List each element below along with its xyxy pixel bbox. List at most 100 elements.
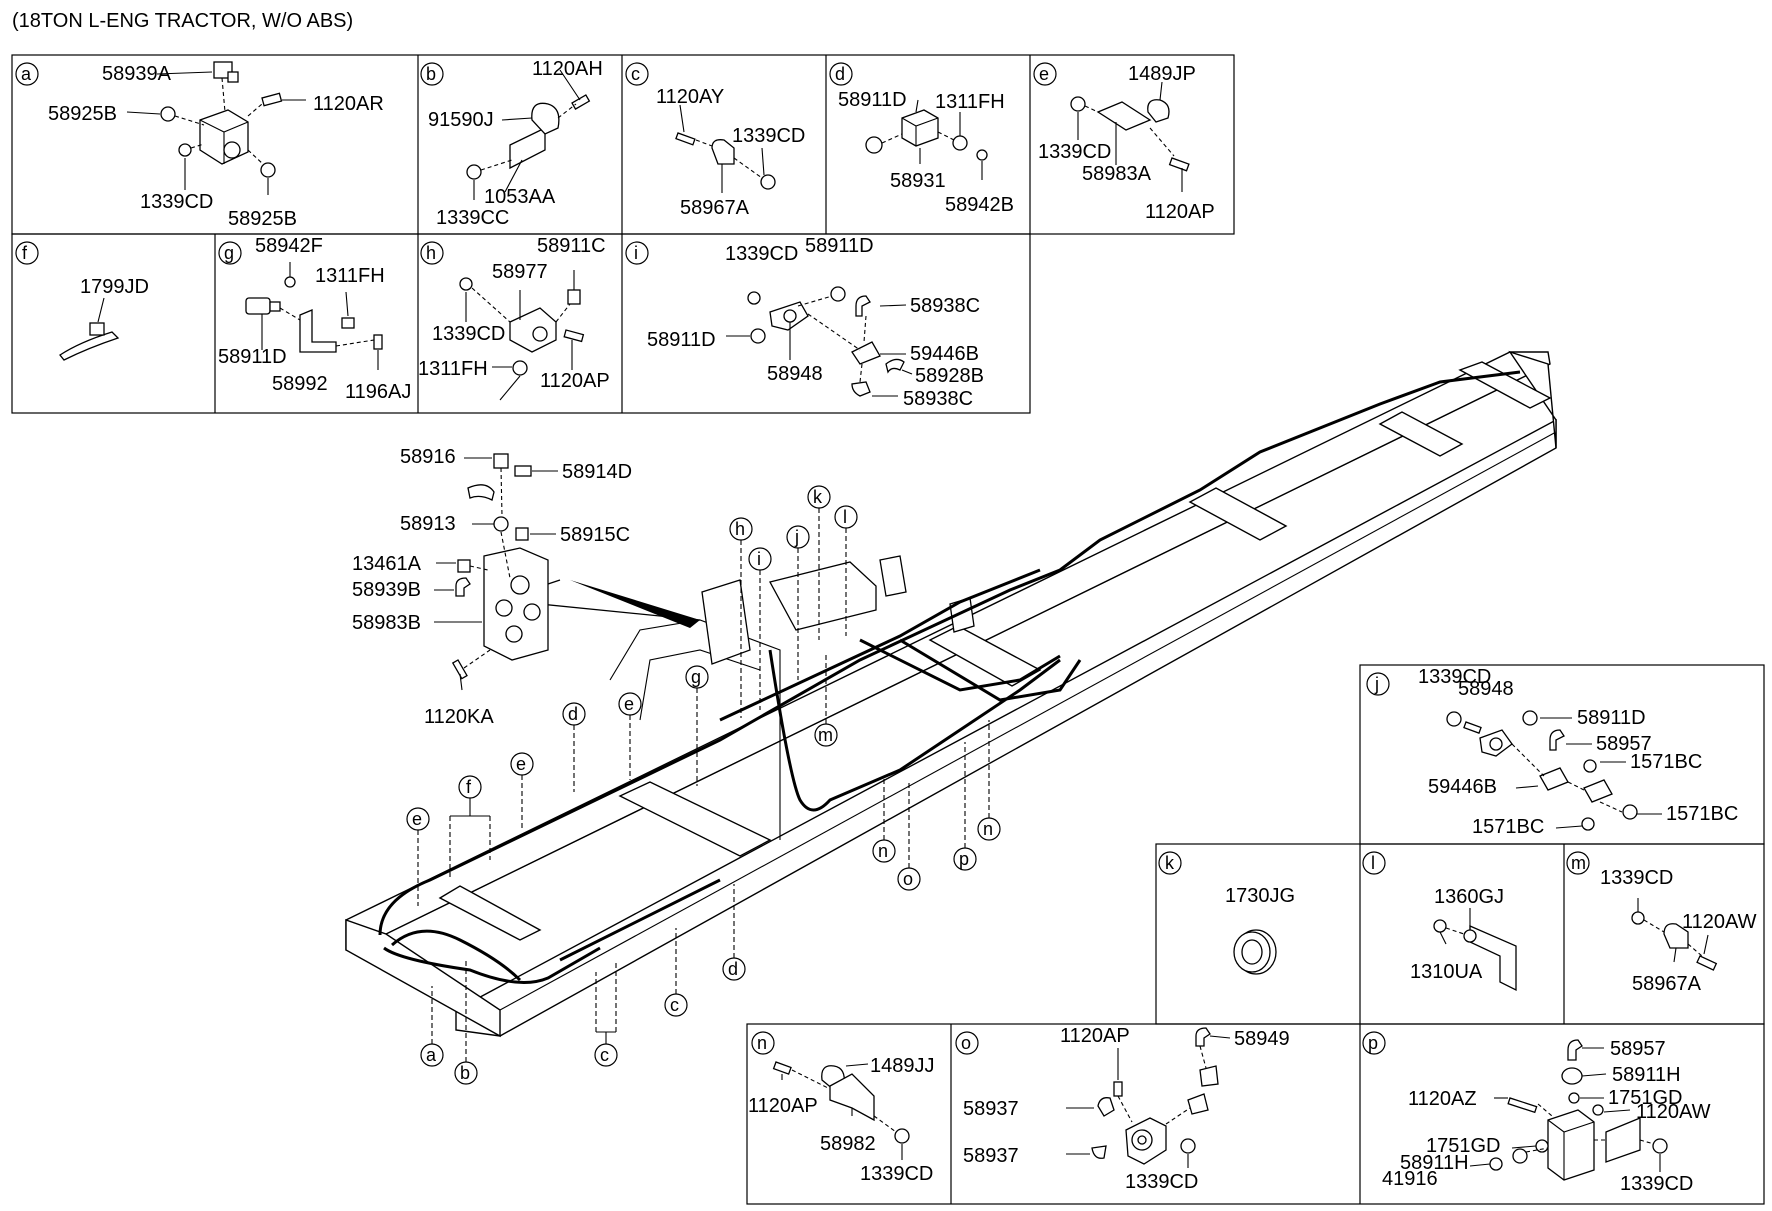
- chassis-frame: [345, 350, 1557, 1038]
- part-label: 1339CD: [732, 125, 805, 147]
- part-label: 58928B: [915, 365, 984, 387]
- callout-letter: e: [624, 694, 634, 714]
- part-label: 1339CD: [860, 1163, 933, 1185]
- part-label: 1751GD: [1608, 1087, 1683, 1109]
- panel-letter-circle: [1033, 62, 1057, 86]
- callout-letter: l: [843, 507, 847, 527]
- part-label: 58942B: [945, 194, 1014, 216]
- part-label: 1311FH: [935, 91, 1005, 113]
- panel-letter: a: [21, 64, 32, 84]
- part-label: 58983A: [1082, 163, 1152, 185]
- panel-letter: o: [961, 1033, 971, 1053]
- callout-circle: [722, 957, 746, 981]
- part-label: 58931: [890, 170, 946, 192]
- callout-circle: [872, 839, 896, 863]
- callout-circle: [664, 993, 688, 1017]
- part-label: 1751GD: [1426, 1135, 1501, 1157]
- part-label: 58911H: [1612, 1064, 1681, 1086]
- callout-circle: [685, 665, 709, 689]
- callout-circle: [594, 1043, 618, 1067]
- part-label: 58957: [1596, 733, 1652, 755]
- callout-letter: p: [959, 849, 969, 869]
- part-label: 58911D: [1577, 707, 1646, 729]
- callout-letter: o: [903, 869, 913, 889]
- part-label: 58937: [963, 1098, 1019, 1120]
- callout-circle: [458, 775, 482, 799]
- part-label: 58911D: [805, 235, 874, 257]
- part-label: 58911H: [1400, 1152, 1469, 1174]
- callout-circle: [406, 807, 430, 831]
- panel-m: m 1339CD 1120AW 58967A: [1566, 851, 1757, 995]
- panel-letter-circle: [15, 241, 39, 265]
- callout-circle: [977, 817, 1001, 841]
- panel-letter: i: [634, 243, 638, 263]
- part-sketch: [1446, 710, 1662, 831]
- callout-letter: d: [728, 959, 738, 979]
- part-label: 58983B: [352, 612, 421, 634]
- part-label: 1120AP: [748, 1095, 818, 1117]
- panel-h: h 58911C 58977 1339CD 1311FH 1120AP: [418, 235, 610, 401]
- panel-letter-circle: [218, 241, 242, 265]
- panel-g: g 58942F 1311FH 58911D 58992 1196AJ: [218, 235, 411, 403]
- panel-letter: c: [631, 64, 640, 84]
- part-label: 1799JD: [80, 276, 149, 298]
- part-label: 58925B: [48, 103, 117, 125]
- callout-circle: [748, 547, 772, 571]
- panel-letter: b: [426, 64, 436, 84]
- callout-circle: [618, 692, 642, 716]
- panel-letter: e: [1039, 64, 1049, 84]
- part-label: 1339CD: [1038, 141, 1111, 163]
- part-label: 1310UA: [1410, 961, 1483, 983]
- panel-letter-circle: [420, 241, 444, 265]
- part-sketch: [245, 262, 383, 370]
- panel-letter: p: [1368, 1033, 1378, 1053]
- panel-letter-circle: [829, 62, 853, 86]
- panel-i: i 1339CD 58911D 58938C 58911D 58948: [625, 235, 984, 410]
- part-sketch: [1066, 1027, 1231, 1168]
- panel-letter-circle: [15, 62, 39, 86]
- panel-grid-top: [11, 54, 1235, 414]
- part-label: 1339CD: [1620, 1173, 1693, 1195]
- callout-circle: [510, 752, 534, 776]
- part-label: 58937: [963, 1145, 1019, 1167]
- part-sketch: [1233, 929, 1277, 975]
- panel-grid-bottom: [746, 664, 1765, 1205]
- air-lines: [378, 370, 1521, 984]
- panel-letter: d: [835, 64, 845, 84]
- panel-p: p 58957 58911H: [1362, 1031, 1711, 1195]
- part-label: 41916: [1382, 1168, 1438, 1190]
- panel-k: k 1730JG: [1158, 851, 1295, 975]
- part-label: 1120AH: [532, 58, 603, 80]
- panel-letter-circle: [751, 1031, 775, 1055]
- part-label: 1120AP: [540, 370, 610, 392]
- panel-letter-circle: [1366, 672, 1390, 696]
- panel-letter-circle: [1566, 851, 1590, 875]
- callout-letter: e: [516, 754, 526, 774]
- callouts: h i j k l m g e d e f: [406, 485, 1001, 1085]
- part-label: 1120AW: [1636, 1101, 1711, 1123]
- part-label: 1311FH: [418, 358, 488, 380]
- callout-circle: [807, 485, 831, 509]
- callout-letter: j: [794, 527, 799, 547]
- callout-circle: [420, 1043, 444, 1067]
- part-label: 13461A: [352, 553, 422, 575]
- part-label: 58992: [272, 373, 328, 395]
- part-label: 1489JP: [1128, 63, 1196, 85]
- part-label: 1339CD: [1600, 867, 1673, 889]
- part-label: 1571BC: [1472, 816, 1544, 838]
- part-sketch: [466, 69, 591, 200]
- callout-letter: g: [691, 667, 701, 687]
- callout-circle: [834, 505, 858, 529]
- part-label: 1339CC: [436, 207, 509, 229]
- part-label: 58949: [1234, 1028, 1290, 1050]
- panel-letter: m: [1571, 853, 1586, 873]
- part-sketch: [1433, 908, 1517, 992]
- part-label: 1120KA: [424, 706, 494, 728]
- panel-letter: k: [1165, 853, 1175, 873]
- panel-n: n 1489JJ 1120AP 58982 1339CD: [748, 1031, 935, 1185]
- part-sketch: [865, 99, 988, 180]
- callout-circle: [953, 847, 977, 871]
- callout-circle: [562, 702, 586, 726]
- callout-circle: [454, 1061, 478, 1085]
